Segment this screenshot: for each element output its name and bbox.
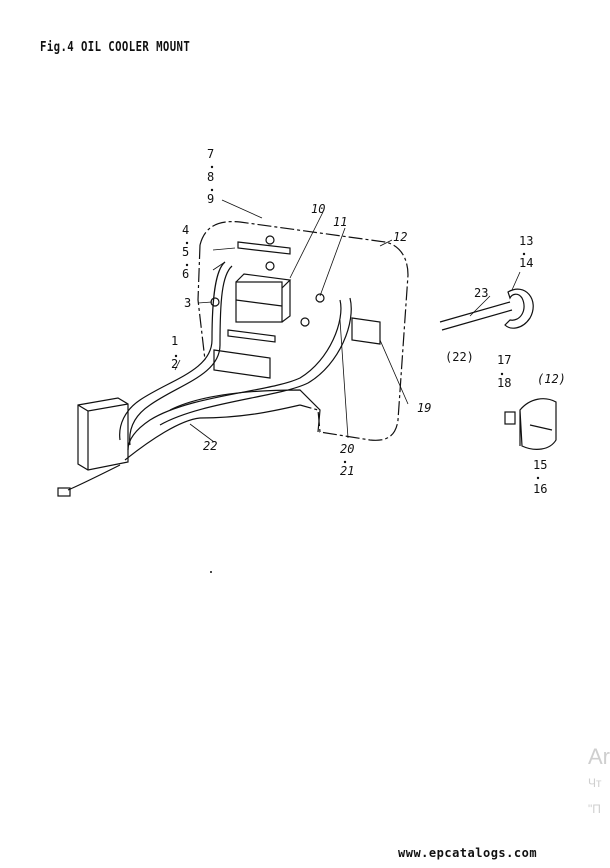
label-23: 23 xyxy=(474,286,488,300)
oil-cooler-sides xyxy=(235,273,292,323)
hose-22 xyxy=(124,404,301,461)
label-19: 19 xyxy=(417,401,431,415)
fitting-11a xyxy=(315,293,325,303)
label-3: 3 xyxy=(184,296,191,310)
page-title: Fig.4 OIL COOLER MOUNT xyxy=(40,40,191,55)
callout-labels: 7 8 9 4 5 6 3 1 2 10 11 12 13 14 23 (22)… xyxy=(171,147,566,573)
label-21: 21 xyxy=(340,464,354,478)
hose-23 xyxy=(439,301,513,331)
label-9: 9 xyxy=(207,192,214,206)
label-13: 13 xyxy=(519,234,533,248)
wire xyxy=(67,464,121,491)
site-url: www.epcatalogs.com xyxy=(398,846,538,860)
label-7: 7 xyxy=(207,147,214,161)
part-17-18 xyxy=(504,411,516,425)
cover-part xyxy=(519,398,557,450)
clamp-14 xyxy=(504,288,534,329)
cooler-bracket xyxy=(227,241,291,343)
pipe-4 xyxy=(159,297,352,426)
lower-bracket xyxy=(213,349,271,379)
label-10: 10 xyxy=(311,202,325,216)
label-16: 16 xyxy=(533,482,547,496)
label-11: 11 xyxy=(333,215,347,229)
label-5: 5 xyxy=(182,245,189,259)
label-12p: (12) xyxy=(537,372,566,386)
label-14: 14 xyxy=(519,256,533,270)
fitting-11b xyxy=(300,317,310,327)
panel-left-edge xyxy=(197,244,206,361)
label-4: 4 xyxy=(182,223,189,237)
label-15: 15 xyxy=(533,458,547,472)
label-1: 1 xyxy=(171,334,178,348)
panel-outline xyxy=(199,220,409,441)
connector xyxy=(57,487,71,497)
pipe-2 xyxy=(129,265,233,446)
oil-cooler-body xyxy=(235,281,283,323)
label-8: 8 xyxy=(207,170,214,184)
label-6: 6 xyxy=(182,267,189,281)
tank-box xyxy=(77,397,129,471)
base-plate xyxy=(169,389,321,433)
label-22p: (22) xyxy=(445,350,474,364)
label-20: 20 xyxy=(340,442,354,456)
watermark-text: Ar Чт "П xyxy=(588,744,610,816)
part-3 xyxy=(210,297,220,307)
leader-lines xyxy=(174,199,521,443)
bracket-19 xyxy=(351,317,381,345)
label-12: 12 xyxy=(393,230,407,244)
label-22: 22 xyxy=(203,439,217,453)
label-17: 17 xyxy=(497,353,511,367)
label-18: 18 xyxy=(497,376,511,390)
label-2: 2 xyxy=(171,357,178,371)
part-8-nut xyxy=(265,261,275,271)
pipe-1 xyxy=(119,261,226,441)
part-7-washer xyxy=(265,235,275,245)
